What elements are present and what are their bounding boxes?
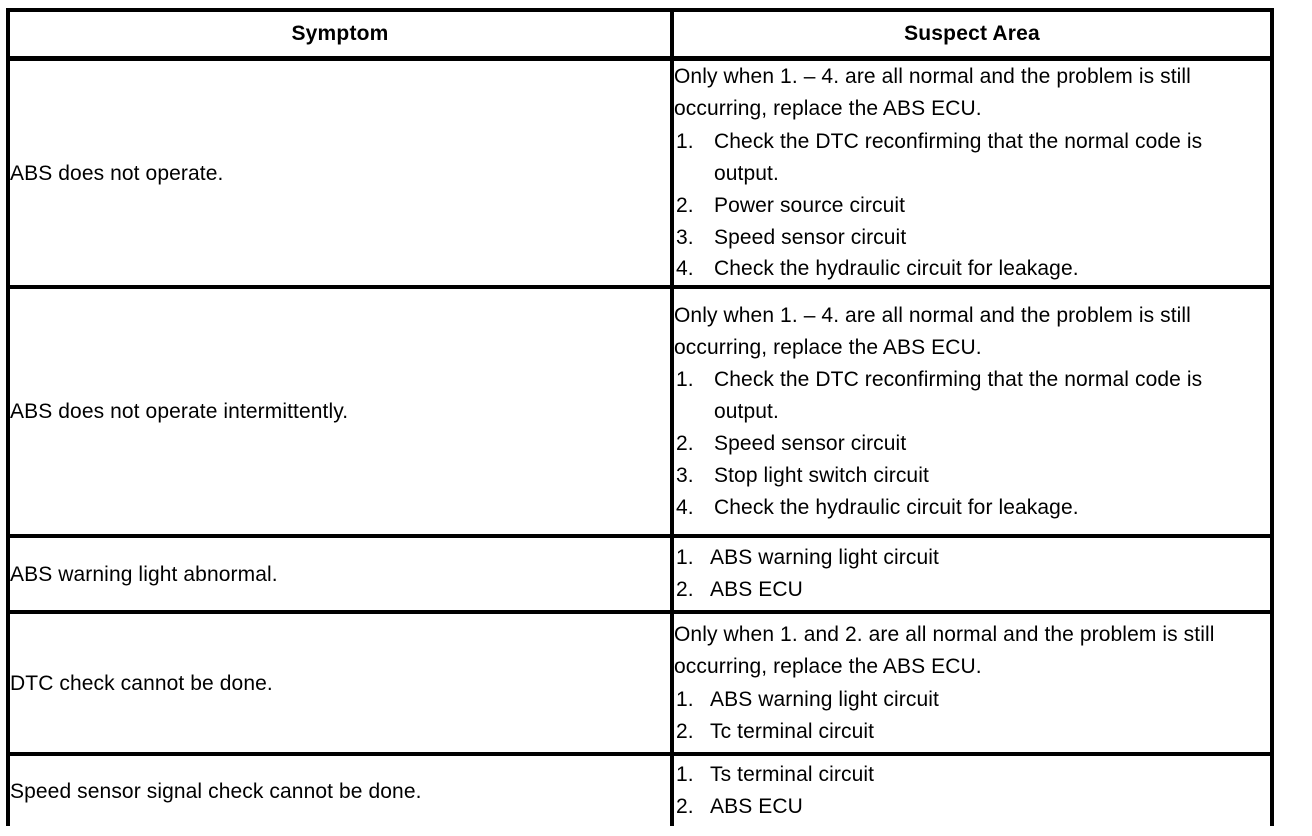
symptom-cell: ABS does not operate.: [10, 58, 674, 290]
suspect-item-list: Ts terminal circuit ABS ECU: [674, 759, 1270, 823]
suspect-area-cell: Only when 1. – 4. are all normal and the…: [672, 287, 1270, 539]
list-item: Check the DTC reconfirming that the norm…: [676, 126, 1203, 185]
list-item: Speed sensor circuit: [676, 428, 907, 460]
list-item: Power source circuit: [676, 190, 906, 222]
list-item: Speed sensor circuit: [676, 222, 907, 254]
suspect-item-list: Check the DTC reconfirming that the norm…: [674, 126, 1270, 286]
table-row: DTC check cannot be done. Only when 1. a…: [10, 612, 1270, 757]
list-item: Ts terminal circuit: [676, 759, 875, 791]
table-row: ABS does not operate. Only when 1. – 4. …: [10, 58, 1270, 290]
symptom-cell: ABS does not operate intermittently.: [10, 287, 674, 539]
suspect-intro-text: Only when 1. and 2. are all normal and t…: [674, 623, 1215, 678]
troubleshooting-table-frame: Symptom Suspect Area ABS does not operat…: [6, 8, 1274, 827]
suspect-item-list: ABS warning light circuit ABS ECU: [674, 542, 1270, 606]
table-header-row: Symptom Suspect Area: [10, 12, 1270, 61]
table-row: Speed sensor signal check cannot be done…: [10, 754, 1270, 827]
symptom-cell: Speed sensor signal check cannot be done…: [10, 754, 674, 827]
table-row: ABS warning light abnormal. ABS warning …: [10, 536, 1270, 615]
list-item: ABS warning light circuit: [676, 684, 939, 716]
symptom-cell: DTC check cannot be done.: [10, 612, 674, 757]
list-item: Check the DTC reconfirming that the norm…: [676, 364, 1203, 424]
column-header-symptom: Symptom: [10, 12, 674, 61]
list-item: ABS warning light circuit: [676, 542, 939, 574]
suspect-area-cell: Only when 1. and 2. are all normal and t…: [672, 612, 1270, 757]
suspect-intro-text: Only when 1. – 4. are all normal and the…: [674, 303, 1191, 359]
suspect-area-cell: ABS warning light circuit ABS ECU: [672, 536, 1270, 615]
list-item: ABS ECU: [676, 574, 803, 606]
list-item: ABS ECU: [676, 791, 803, 823]
list-item: Check the hydraulic circuit for leakage.: [676, 492, 1079, 524]
suspect-item-list: Check the DTC reconfirming that the norm…: [674, 364, 1270, 524]
column-header-suspect-area: Suspect Area: [672, 12, 1270, 61]
suspect-intro-text: Only when 1. – 4. are all normal and the…: [674, 65, 1191, 120]
list-item: Check the hydraulic circuit for leakage.: [676, 253, 1079, 285]
suspect-area-cell: Only when 1. – 4. are all normal and the…: [672, 58, 1270, 290]
list-item: Stop light switch circuit: [676, 460, 929, 492]
suspect-area-cell: Ts terminal circuit ABS ECU: [672, 754, 1270, 827]
suspect-item-list: ABS warning light circuit Tc terminal ci…: [674, 684, 1270, 748]
symptom-cell: ABS warning light abnormal.: [10, 536, 674, 615]
troubleshooting-table: Symptom Suspect Area ABS does not operat…: [10, 12, 1270, 827]
table-row: ABS does not operate intermittently. Onl…: [10, 287, 1270, 539]
list-item: Tc terminal circuit: [676, 716, 875, 748]
